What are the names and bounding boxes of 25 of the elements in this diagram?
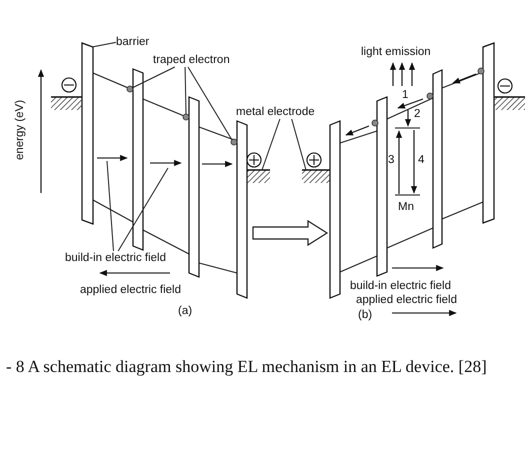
leader-line [262,118,280,170]
leader-line [132,66,176,88]
callout-label: barrier [116,35,150,49]
leader-line [106,160,114,252]
field-label: applied electric field [80,283,182,297]
field-label: applied electric field [356,293,458,307]
callout-label: traped electron [153,53,231,67]
field-label: build-in electric field [350,279,451,293]
emission-label: light emission [361,45,431,59]
panel-label: (b) [358,308,372,322]
callout-label: build-in electric field [65,251,167,265]
leader-line [92,42,116,48]
panel-label: (a) [178,304,192,318]
step-number: 4 [418,153,424,167]
leader-line [118,168,168,252]
axis-label: energy (eV) [13,100,28,160]
leader-line [291,118,306,170]
level-label: Mn [398,200,414,214]
leader-line [188,66,232,140]
step-number: 1 [402,88,408,102]
leader-line [184,66,186,114]
figure-caption: - 8 A schematic diagram showing EL mechanism in an EL device. [28] [6,357,487,377]
step-number: 3 [388,153,394,167]
callout-label: metal electrode [236,105,316,119]
step-number: 2 [414,107,420,121]
